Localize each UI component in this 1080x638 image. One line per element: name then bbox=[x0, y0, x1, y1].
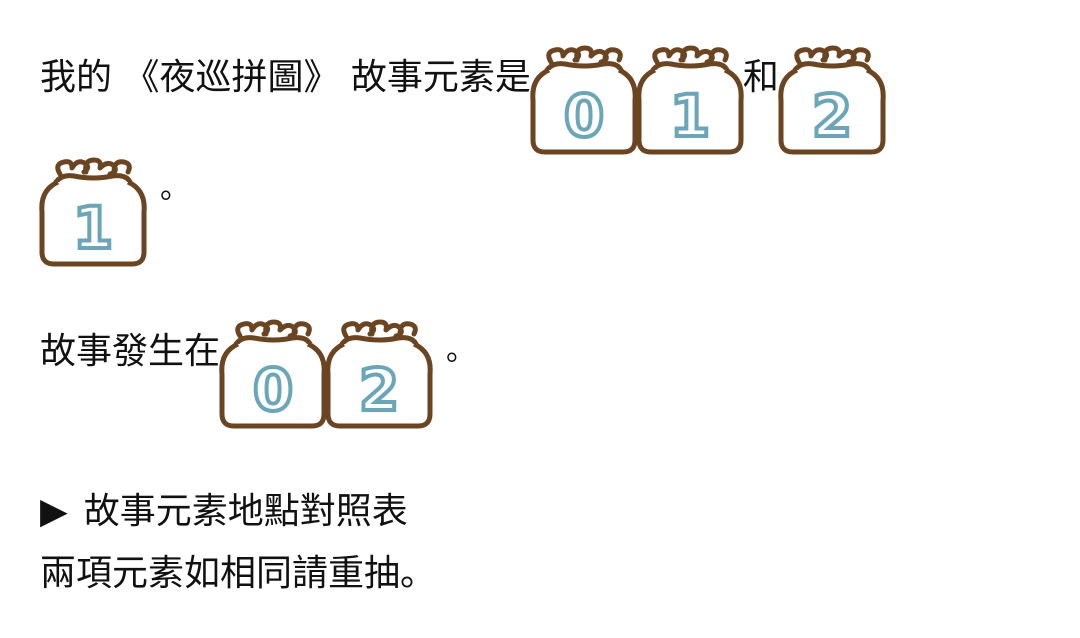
story-elements-line-2: 1 。 bbox=[40, 154, 190, 270]
number-tile-2: 2 bbox=[777, 42, 887, 158]
story-location-line: 故事發生在 0 2 。 bbox=[40, 316, 476, 432]
tile-digit: 2 bbox=[812, 82, 852, 150]
tile-digit: 2 bbox=[359, 356, 399, 424]
redraw-note-text: 兩項元素如相同請重抽。 bbox=[40, 553, 437, 594]
redraw-note: 兩項元素如相同請重抽。 bbox=[40, 556, 436, 592]
reference-table-link[interactable]: ▶ 故事元素地點對照表 bbox=[40, 494, 408, 530]
tile-digit: 1 bbox=[73, 194, 113, 262]
period: 。 bbox=[160, 171, 190, 206]
conjunction-and: 和 bbox=[742, 57, 779, 98]
story-elements-line-1: 我的 《夜巡拼圖》 故事元素是 0 1 和 2 bbox=[40, 42, 885, 158]
number-tile-1: 1 bbox=[635, 42, 745, 158]
story-location-intro: 故事發生在 bbox=[40, 331, 221, 372]
number-tile-0: 0 bbox=[529, 42, 639, 158]
story-elements-intro: 我的 《夜巡拼圖》 故事元素是 bbox=[40, 57, 531, 98]
tile-digit: 0 bbox=[564, 82, 604, 150]
location-tile-0: 0 bbox=[218, 316, 328, 432]
location-tile-2: 2 bbox=[324, 316, 434, 432]
tile-digit: 0 bbox=[253, 356, 293, 424]
reference-table-label[interactable]: 故事元素地點對照表 bbox=[83, 491, 408, 532]
play-arrow-icon: ▶ bbox=[40, 491, 68, 532]
period: 。 bbox=[446, 333, 477, 368]
tile-digit: 1 bbox=[670, 82, 710, 150]
number-tile-1b: 1 bbox=[38, 154, 148, 270]
